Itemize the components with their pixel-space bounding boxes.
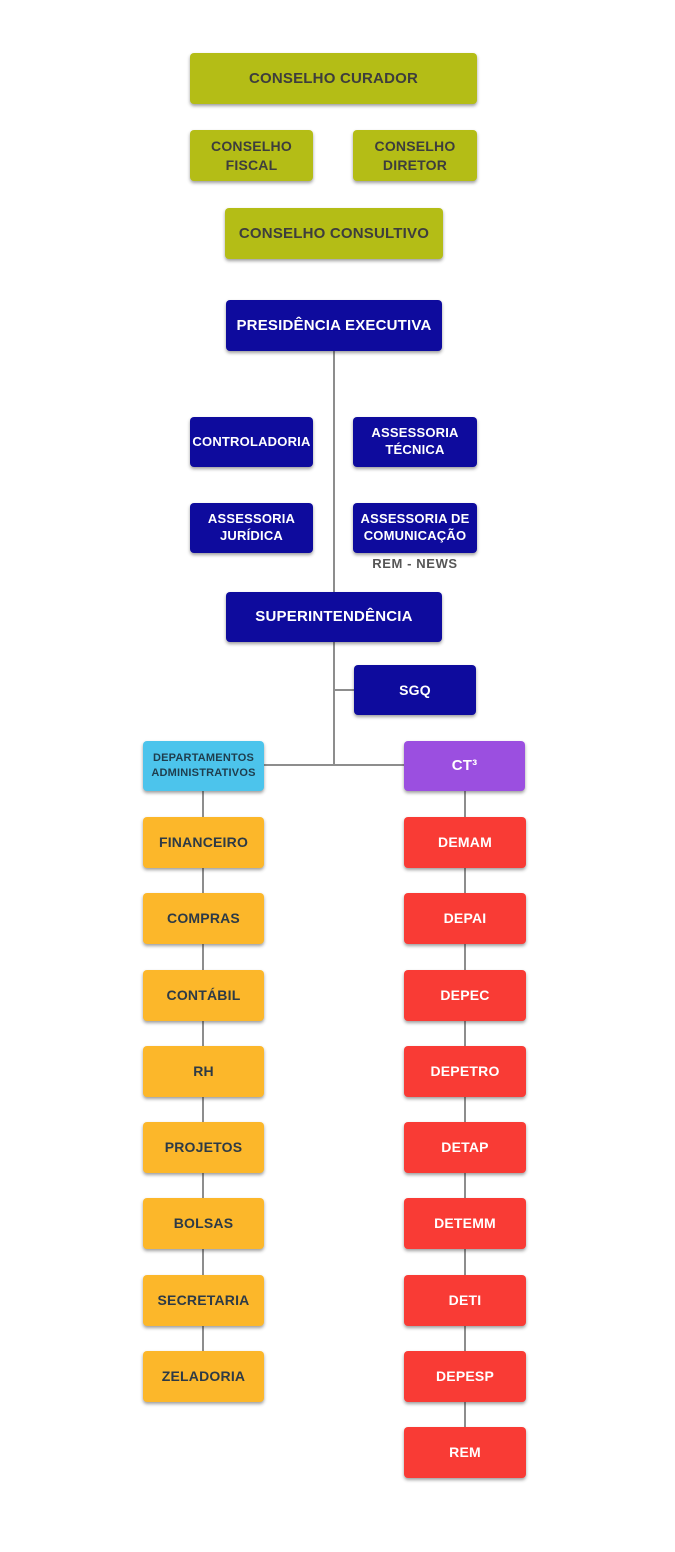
connector-superintendencia-trunk — [333, 642, 335, 766]
node-conselho-curador: CONSELHO CURADOR — [190, 53, 477, 104]
node-zeladoria: ZELADORIA — [143, 1351, 264, 1402]
node-assessoria-tecnica: ASSESSORIA TÉCNICA — [353, 417, 477, 467]
node-conselho-diretor: CONSELHO DIRETOR — [353, 130, 477, 181]
node-contabil: CONTÁBIL — [143, 970, 264, 1021]
node-rem: REM — [404, 1427, 526, 1478]
node-departamentos-administrativos: DEPARTAMENTOS ADMINISTRATIVOS — [143, 741, 264, 791]
connector-departments-cross — [264, 764, 404, 766]
node-controladoria: CONTROLADORIA — [190, 417, 313, 467]
connector-sgq-branch — [334, 689, 355, 691]
node-detap: DETAP — [404, 1122, 526, 1173]
node-detemm: DETEMM — [404, 1198, 526, 1249]
node-depetro: DEPETRO — [404, 1046, 526, 1097]
node-superintendencia: SUPERINTENDÊNCIA — [226, 592, 442, 642]
node-sgq: SGQ — [354, 665, 476, 715]
node-conselho-consultivo: CONSELHO CONSULTIVO — [225, 208, 443, 259]
node-rh: RH — [143, 1046, 264, 1097]
node-assessoria-comunicacao: ASSESSORIA DE COMUNICAÇÃO — [353, 503, 477, 553]
rem-news-label: REM - NEWS — [372, 556, 458, 571]
node-compras: COMPRAS — [143, 893, 264, 944]
node-conselho-fiscal: CONSELHO FISCAL — [190, 130, 313, 181]
node-ct3: CT³ — [404, 741, 525, 791]
node-presidencia-executiva: PRESIDÊNCIA EXECUTIVA — [226, 300, 442, 351]
node-deti: DETI — [404, 1275, 526, 1326]
node-assessoria-juridica: ASSESSORIA JURÍDICA — [190, 503, 313, 553]
node-secretaria: SECRETARIA — [143, 1275, 264, 1326]
node-depai: DEPAI — [404, 893, 526, 944]
node-depesp: DEPESP — [404, 1351, 526, 1402]
connector-technical-chain — [464, 791, 466, 1441]
node-financeiro: FINANCEIRO — [143, 817, 264, 868]
node-bolsas: BOLSAS — [143, 1198, 264, 1249]
node-projetos: PROJETOS — [143, 1122, 264, 1173]
node-demam: DEMAM — [404, 817, 526, 868]
connector-presidencia-superintendencia — [333, 351, 335, 592]
node-depec: DEPEC — [404, 970, 526, 1021]
